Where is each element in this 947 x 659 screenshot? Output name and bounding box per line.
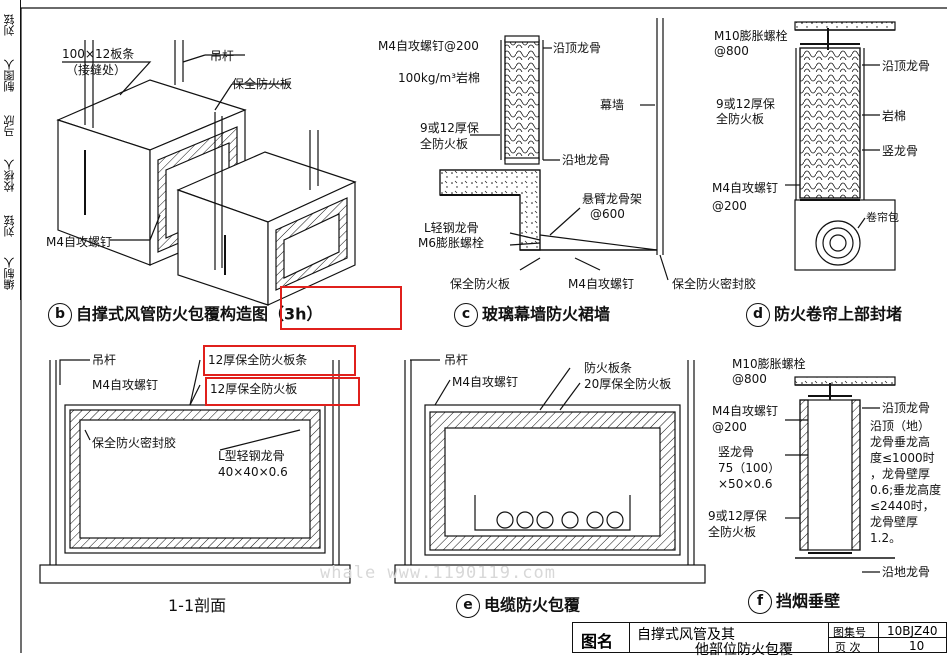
title-block-label: 图名 bbox=[581, 632, 614, 651]
label-screw-bottom: M4自攻螺钉 bbox=[568, 277, 634, 291]
page-label: 页 次 bbox=[835, 641, 861, 654]
note-line-7: 龙骨壁厚 bbox=[870, 515, 919, 529]
label-board-2: 全防火板 bbox=[420, 137, 469, 151]
label-screw-sp: @200 bbox=[712, 420, 747, 434]
duct-isometric bbox=[56, 40, 357, 306]
label-floor-keel: 沿地龙骨 bbox=[882, 565, 931, 579]
caption-d-text: 防火卷帘上部封堵 bbox=[774, 304, 903, 324]
note-line-1: 沿顶（地） bbox=[870, 419, 931, 433]
label-l-keel: L轻钢龙骨 bbox=[424, 221, 479, 235]
label-board: 9或12厚保 bbox=[716, 97, 775, 111]
note-line-6: ≤2440时， bbox=[870, 499, 935, 513]
title-block: 图名 自撑式风管及其 他部位防火包覆 图集号 10BJZ40 页 次 10 bbox=[572, 622, 947, 658]
note-line-8: 1.2。 bbox=[870, 531, 902, 545]
label-top-keel: 沿顶龙骨 bbox=[553, 41, 602, 55]
label-screw: M4自攻螺钉 bbox=[46, 235, 112, 249]
label-cantilever: 悬臂龙骨架 bbox=[582, 192, 643, 206]
label-bolt: M6膨胀螺栓 bbox=[418, 236, 484, 250]
caption-1-1: 1-1剖面 bbox=[168, 596, 227, 615]
watermark: whale www.1190119.com bbox=[320, 563, 556, 583]
highlight-box-caption bbox=[280, 286, 402, 330]
duct-section-1-1 bbox=[39, 359, 351, 584]
label-cantilever-sp: @600 bbox=[590, 207, 625, 221]
caption-c-text: 玻璃幕墙防火裙墙 bbox=[482, 304, 611, 324]
page-value: 10 bbox=[909, 639, 925, 653]
label-screw: M4自攻螺钉 bbox=[452, 375, 518, 389]
caption-f-text: 挡烟垂壁 bbox=[776, 591, 841, 611]
label-roll: 卷帘包 bbox=[866, 211, 899, 224]
label-board-2: 全防火板 bbox=[716, 112, 765, 126]
label-stud: 竖龙骨 bbox=[882, 144, 919, 158]
label-rockwool: 岩棉 bbox=[882, 109, 907, 123]
label-screw: M4自攻螺钉 bbox=[92, 378, 158, 392]
label-rod: 吊杆 bbox=[210, 49, 235, 63]
label-sealant: 保全防火密封胶 bbox=[92, 436, 177, 450]
label-strip-note: （接缝处） bbox=[66, 63, 127, 77]
label-screw: M4自攻螺钉 bbox=[712, 181, 778, 195]
cable-section bbox=[394, 359, 706, 584]
label-board: 9或12厚保 bbox=[420, 121, 479, 135]
label-board-bottom: 保全防火板 bbox=[450, 277, 511, 291]
label-bolt: M10膨胀螺栓 bbox=[714, 29, 788, 43]
label-floor-keel: 沿地龙骨 bbox=[562, 153, 611, 167]
label-board: 20厚保全防火板 bbox=[584, 377, 672, 391]
marker-c: c bbox=[454, 303, 478, 327]
highlight-box-board bbox=[205, 377, 360, 406]
label-bolt-sp: @800 bbox=[714, 44, 749, 58]
shutter-section bbox=[785, 21, 896, 271]
note-line-3: 度≤1000时 bbox=[870, 451, 935, 465]
label-board: 保全防火板 bbox=[232, 77, 293, 91]
title-block-name-1: 自撑式风管及其 bbox=[637, 627, 735, 643]
note-line-2: 龙骨垂龙高 bbox=[870, 435, 931, 449]
note-line-4: ，龙骨壁厚 bbox=[870, 467, 931, 481]
label-rod: 吊杆 bbox=[444, 353, 469, 367]
label-board: 9或12厚保 bbox=[708, 509, 767, 523]
label-rockwool: 100kg/m³岩棉 bbox=[398, 71, 481, 85]
label-stud-size-2: ×50×0.6 bbox=[718, 477, 773, 491]
label-rod: 吊杆 bbox=[92, 353, 117, 367]
label-stud-size: 75（100） bbox=[718, 461, 781, 475]
label-keel-size: 40×40×0.6 bbox=[218, 465, 288, 479]
caption-e-text: 电缆防火包覆 bbox=[484, 595, 581, 615]
highlight-box-strip bbox=[203, 345, 356, 376]
marker-d: d bbox=[746, 303, 770, 327]
label-stud: 竖龙骨 bbox=[718, 445, 755, 459]
label-sealant: 保全防火密封胶 bbox=[672, 277, 757, 291]
title-block-name-2: 他部位防火包覆 bbox=[695, 642, 793, 658]
note-line-5: 0.6;垂龙高度 bbox=[870, 483, 942, 497]
set-label: 图集号 bbox=[833, 626, 866, 639]
label-screw-top: M4自攻螺钉@200 bbox=[378, 39, 479, 53]
label-bolt-sp: @800 bbox=[732, 372, 767, 386]
label-screw: M4自攻螺钉 bbox=[712, 404, 778, 418]
label-bolt: M10膨胀螺栓 bbox=[732, 357, 806, 371]
smoke-curtain-section bbox=[785, 376, 896, 573]
set-value: 10BJZ40 bbox=[887, 624, 938, 638]
label-top-keel: 沿顶龙骨 bbox=[882, 59, 931, 73]
label-curtain: 幕墙 bbox=[600, 98, 625, 112]
label-strip: 防火板条 bbox=[584, 361, 633, 375]
marker-b: b bbox=[48, 303, 72, 327]
label-strip: 12厚保全防火板条 bbox=[208, 353, 308, 367]
marker-f: f bbox=[748, 590, 772, 614]
label-strip: 100×12板条 bbox=[62, 47, 135, 61]
marker-e: e bbox=[456, 594, 480, 618]
label-keel: L型轻钢龙骨 bbox=[218, 449, 285, 463]
caption-b-text: 自撑式风管防火包覆构造图（3h） bbox=[76, 304, 323, 324]
label-board-2: 全防火板 bbox=[708, 525, 757, 539]
curtain-wall-section bbox=[439, 18, 669, 281]
label-board: 12厚保全防火板 bbox=[210, 382, 298, 396]
label-top-keel: 沿顶龙骨 bbox=[882, 401, 931, 415]
label-screw-sp: @200 bbox=[712, 199, 747, 213]
